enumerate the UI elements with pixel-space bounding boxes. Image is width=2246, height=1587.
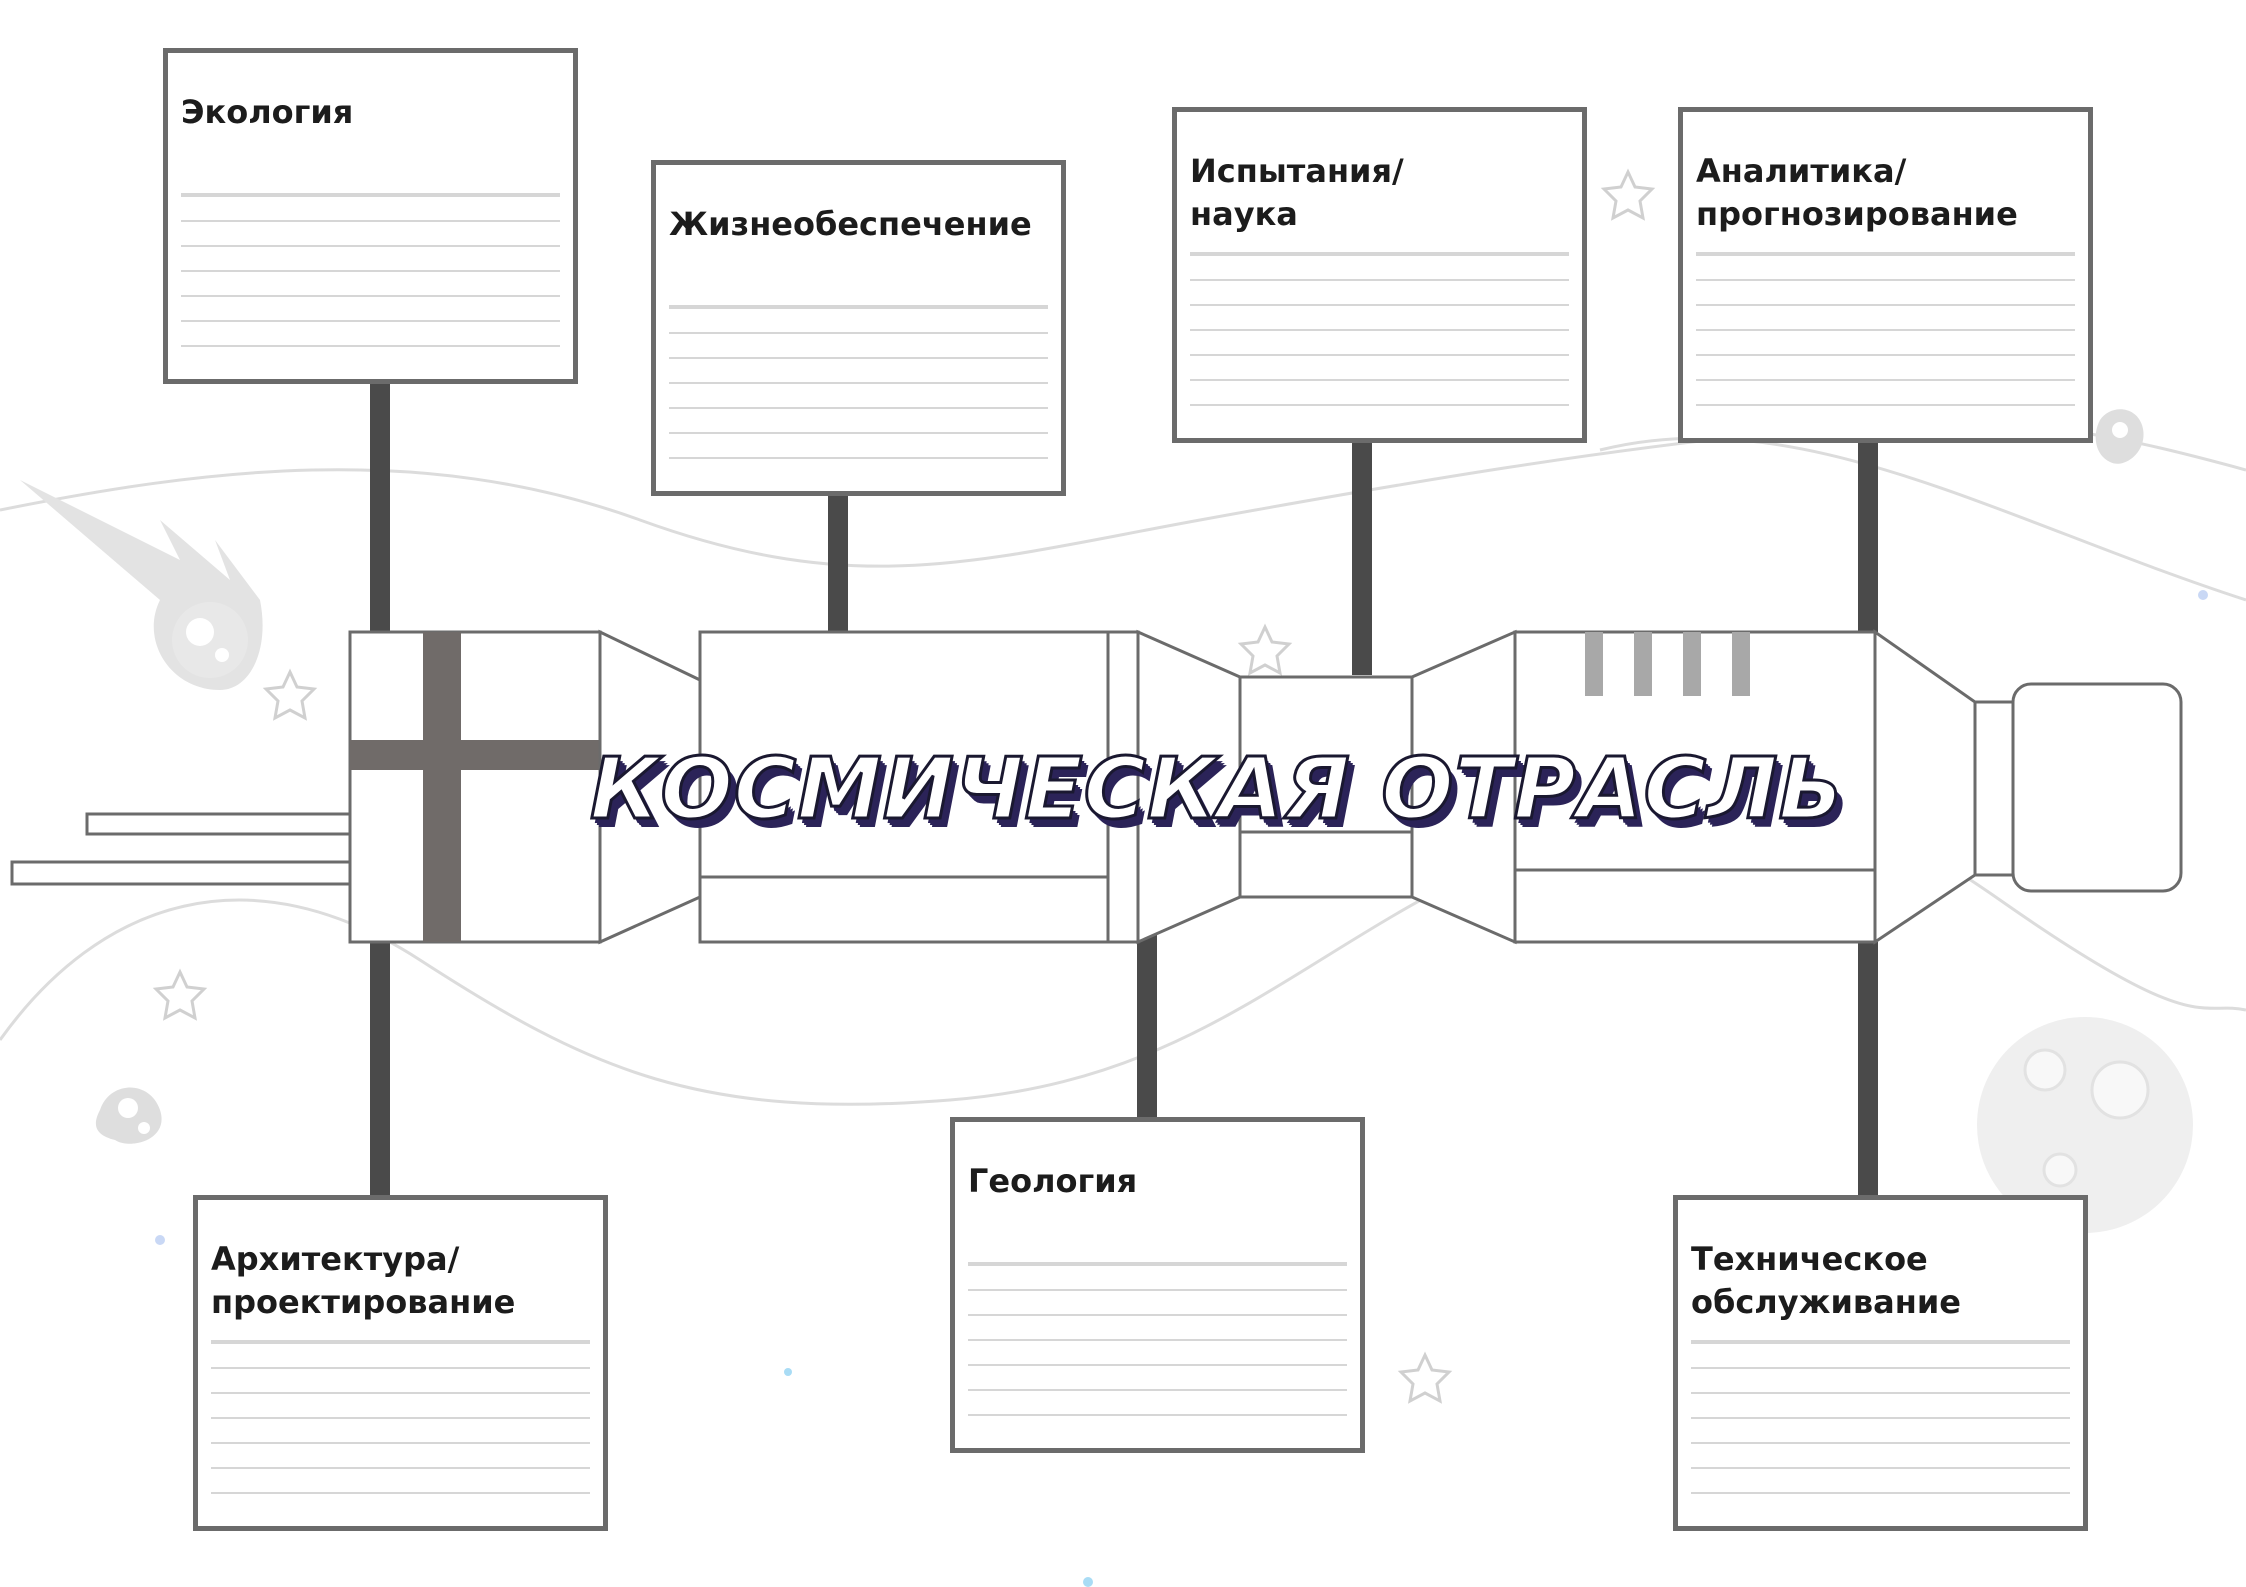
planet-icon	[1977, 1017, 2193, 1233]
star-icon	[152, 168, 1656, 1404]
space-station	[10, 629, 2183, 945]
station-module-cross	[348, 630, 602, 944]
box-ecology-label: Экология	[181, 93, 354, 131]
box-architecture-design-label: Архитектура/ проектирование	[211, 1240, 516, 1321]
writing-lines[interactable]	[181, 193, 560, 370]
connector-testing-science	[1352, 442, 1372, 675]
box-analytics-forecasting[interactable]: Аналитика/ прогнозирование	[1678, 107, 2093, 443]
asteroid-icon	[95, 1087, 162, 1144]
box-maintenance-label: Техническое обслуживание	[1691, 1240, 1961, 1321]
box-testing-science-label: Испытания/ наука	[1190, 152, 1404, 233]
diagram-title: КОСМИЧЕСКАЯ ОТРАСЛЬ	[589, 739, 1845, 841]
box-life-support-label: Жизнеобеспечение	[669, 205, 1032, 243]
box-geology[interactable]: Геология	[950, 1117, 1365, 1453]
connector-life-support	[828, 495, 848, 632]
station-module-main	[698, 630, 1110, 944]
writing-lines[interactable]	[1691, 1340, 2070, 1517]
station-module-ring	[1106, 630, 1140, 944]
connector-ecology	[370, 382, 390, 632]
box-life-support[interactable]: Жизнеобеспечение	[651, 160, 1066, 496]
writing-lines[interactable]	[669, 305, 1048, 482]
box-maintenance[interactable]: Техническое обслуживание	[1673, 1195, 2088, 1531]
comet-icon	[20, 480, 263, 690]
box-geology-label: Геология	[968, 1162, 1138, 1200]
sparkle-dots	[155, 590, 2208, 1587]
connector-analytics	[1858, 442, 1878, 632]
station-nose-cone	[1873, 629, 1977, 945]
writing-lines[interactable]	[1190, 252, 1569, 429]
station-capsule	[2011, 682, 2183, 893]
writing-lines[interactable]	[211, 1340, 590, 1517]
station-vents	[1585, 632, 1750, 696]
writing-lines[interactable]	[1696, 252, 2075, 429]
station-docking-port	[1973, 700, 2015, 877]
writing-lines[interactable]	[968, 1262, 1347, 1439]
box-architecture-design[interactable]: Архитектура/ проектирование	[193, 1195, 608, 1531]
connector-geology	[1137, 898, 1157, 1118]
station-node	[1238, 675, 1414, 899]
box-testing-science[interactable]: Испытания/ наука	[1172, 107, 1587, 443]
box-analytics-forecasting-label: Аналитика/ прогнозирование	[1696, 152, 2018, 233]
box-ecology[interactable]: Экология	[163, 48, 578, 384]
connector-maintenance	[1858, 942, 1878, 1197]
connector-architecture	[370, 942, 390, 1197]
asteroid-icon	[2095, 409, 2144, 464]
station-antenna-lower	[10, 860, 352, 886]
connector-lines	[370, 382, 1878, 1197]
